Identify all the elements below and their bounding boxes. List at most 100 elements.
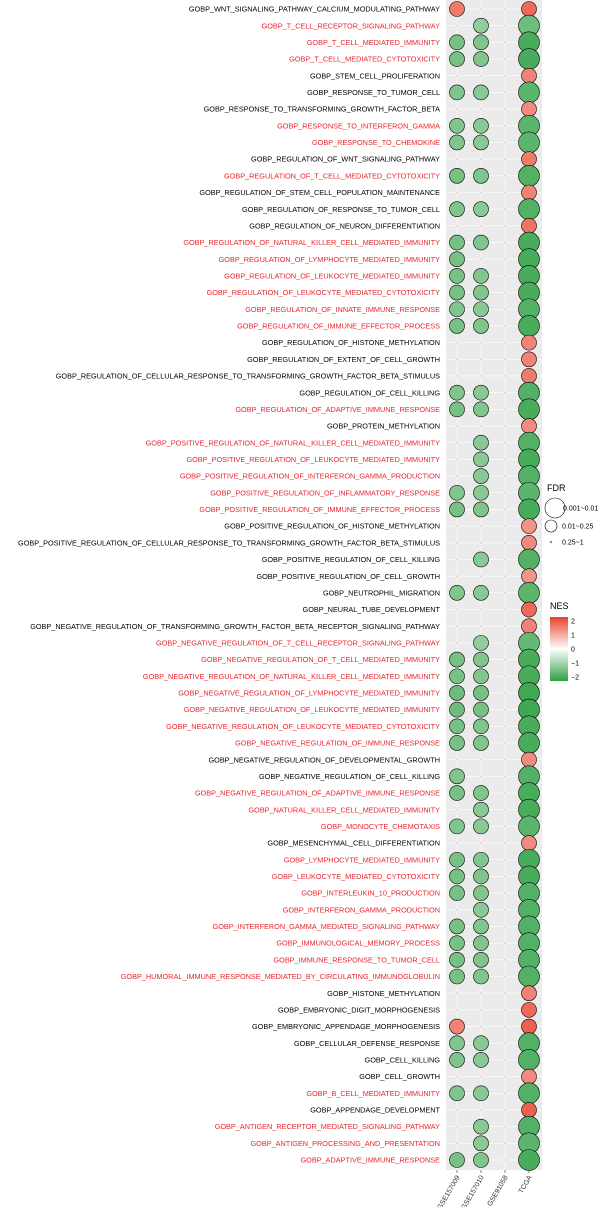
x-tick-label: GSE91058 bbox=[487, 1174, 510, 1207]
enrichment-dot bbox=[473, 635, 489, 651]
enrichment-dot bbox=[504, 908, 506, 911]
enrichment-dot bbox=[518, 1149, 540, 1171]
term-label: GOBP_REGULATION_OF_LYMPHOCYTE_MEDIATED_I… bbox=[219, 255, 441, 264]
enrichment-dot bbox=[480, 8, 482, 10]
enrichment-dot bbox=[456, 475, 458, 477]
term-label: GOBP_INTERFERON_GAMMA_MEDIATED_SIGNALING… bbox=[213, 922, 441, 931]
nes-tick-label: 1 bbox=[571, 633, 575, 640]
enrichment-dot bbox=[449, 34, 465, 51]
term-label: GOBP_REGULATION_OF_NATURAL_KILLER_CELL_M… bbox=[183, 238, 440, 247]
enrichment-dot bbox=[456, 1075, 458, 1078]
enrichment-dot bbox=[521, 151, 537, 167]
enrichment-dot bbox=[473, 801, 489, 818]
enrichment-dot bbox=[504, 1109, 506, 1111]
term-label: GOBP_T_CELL_MEDIATED_CYTOTOXICITY bbox=[289, 55, 440, 64]
enrichment-dot bbox=[449, 501, 465, 518]
enrichment-dot bbox=[521, 184, 537, 201]
enrichment-dot bbox=[504, 358, 506, 361]
enrichment-dot bbox=[518, 198, 540, 220]
enrichment-dot bbox=[473, 1052, 489, 1068]
enrichment-dot bbox=[456, 358, 458, 361]
enrichment-dot bbox=[456, 425, 458, 427]
enrichment-dot bbox=[473, 668, 489, 685]
term-label: GOBP_ANTIGEN_RECEPTOR_MEDIATED_SIGNALING… bbox=[215, 1122, 440, 1131]
enrichment-dot bbox=[473, 484, 489, 501]
enrichment-dot bbox=[449, 1085, 465, 1102]
enrichment-dot bbox=[518, 732, 540, 754]
term-label: GOBP_REGULATION_OF_LEUKOCYTE_MEDIATED_IM… bbox=[224, 271, 440, 280]
enrichment-dot bbox=[480, 1025, 482, 1028]
enrichment-dot bbox=[504, 91, 506, 94]
enrichment-dot bbox=[518, 81, 540, 104]
term-label: GOBP_POSITIVE_REGULATION_OF_INTERFERON_G… bbox=[180, 472, 440, 481]
enrichment-dot bbox=[449, 585, 465, 601]
enrichment-dot bbox=[518, 582, 540, 604]
x-tick-label: TCGA bbox=[518, 1174, 534, 1195]
enrichment-dot bbox=[456, 74, 458, 77]
enrichment-dot bbox=[504, 825, 506, 828]
enrichment-dot bbox=[518, 165, 540, 187]
enrichment-dot bbox=[504, 1125, 506, 1128]
enrichment-dot bbox=[504, 675, 506, 678]
enrichment-dot bbox=[521, 1018, 537, 1035]
enrichment-dot bbox=[480, 758, 482, 761]
enrichment-dot bbox=[521, 67, 537, 84]
enrichment-dot bbox=[449, 201, 465, 217]
fdr-legend-label-2: 0.01~0.25 bbox=[562, 524, 593, 531]
enrichment-dot bbox=[504, 425, 506, 427]
term-label: GOBP_POSITIVE_REGULATION_OF_CELL_KILLING bbox=[262, 555, 441, 564]
enrichment-dot bbox=[504, 274, 506, 277]
term-label: GOBP_REGULATION_OF_INNATE_IMMUNE_RESPONS… bbox=[245, 305, 440, 314]
enrichment-dot bbox=[504, 1159, 506, 1161]
enrichment-dot bbox=[504, 1142, 506, 1145]
enrichment-dot bbox=[521, 1102, 537, 1118]
enrichment-dot bbox=[473, 1035, 489, 1052]
enrichment-dot bbox=[456, 1008, 458, 1011]
enrichment-dot bbox=[449, 685, 465, 701]
term-label: GOBP_CELL_KILLING bbox=[365, 1056, 441, 1065]
enrichment-dot bbox=[473, 868, 489, 885]
enrichment-dot bbox=[473, 17, 489, 34]
enrichment-dot bbox=[504, 792, 506, 794]
enrichment-dot bbox=[473, 501, 489, 518]
enrichment-dot bbox=[504, 1092, 506, 1095]
enrichment-dot bbox=[504, 291, 506, 294]
enrichment-dot bbox=[449, 484, 465, 501]
enrichment-dot bbox=[504, 8, 506, 10]
enrichment-dot bbox=[456, 608, 458, 611]
enrichment-dot bbox=[473, 1085, 489, 1102]
enrichment-dot bbox=[518, 498, 540, 521]
term-label: GOBP_EMBRYONIC_DIGIT_MORPHOGENESIS bbox=[278, 1005, 440, 1014]
nes-tick-label: 0 bbox=[571, 647, 575, 654]
enrichment-dot bbox=[456, 441, 458, 444]
enrichment-dot bbox=[473, 968, 489, 985]
enrichment-dot bbox=[473, 718, 489, 735]
enrichment-dot bbox=[504, 341, 506, 344]
term-label: GOBP_ANTIGEN_PROCESSING_AND_PRESENTATION bbox=[251, 1139, 441, 1148]
term-label: GOBP_T_CELL_RECEPTOR_SIGNALING_PATHWAY bbox=[262, 21, 441, 30]
term-label: GOBP_POSITIVE_REGULATION_OF_HISTONE_METH… bbox=[224, 522, 440, 531]
term-label: GOBP_MONOCYTE_CHEMOTAXIS bbox=[321, 822, 440, 831]
enrichment-dot bbox=[518, 965, 540, 988]
enrichment-dot bbox=[456, 758, 458, 761]
enrichment-dot bbox=[504, 975, 506, 978]
enrichment-dot bbox=[504, 742, 506, 744]
term-label: GOBP_LYMPHOCYTE_MEDIATED_IMMUNITY bbox=[284, 855, 440, 864]
enrichment-dot bbox=[473, 1135, 489, 1152]
enrichment-dot bbox=[518, 131, 540, 154]
enrichment-dot bbox=[518, 1049, 540, 1071]
enrichment-dot bbox=[473, 401, 489, 418]
enrichment-dot bbox=[504, 591, 506, 594]
enrichment-dot bbox=[521, 1, 537, 17]
enrichment-dot bbox=[504, 408, 506, 411]
enrichment-dot bbox=[456, 158, 458, 161]
enrichment-dot bbox=[504, 241, 506, 244]
term-label: GOBP_REGULATION_OF_STEM_CELL_POPULATION_… bbox=[199, 188, 440, 197]
term-label: GOBP_MESENCHYMAL_CELL_DIFFERENTIATION bbox=[267, 839, 440, 848]
term-label: GOBP_NEUTROPHIL_MIGRATION bbox=[323, 588, 440, 597]
term-label: GOBP_INTERFERON_GAMMA_PRODUCTION bbox=[283, 905, 440, 914]
enrichment-dot bbox=[456, 375, 458, 377]
term-label: GOBP_T_CELL_MEDIATED_IMMUNITY bbox=[307, 38, 440, 47]
